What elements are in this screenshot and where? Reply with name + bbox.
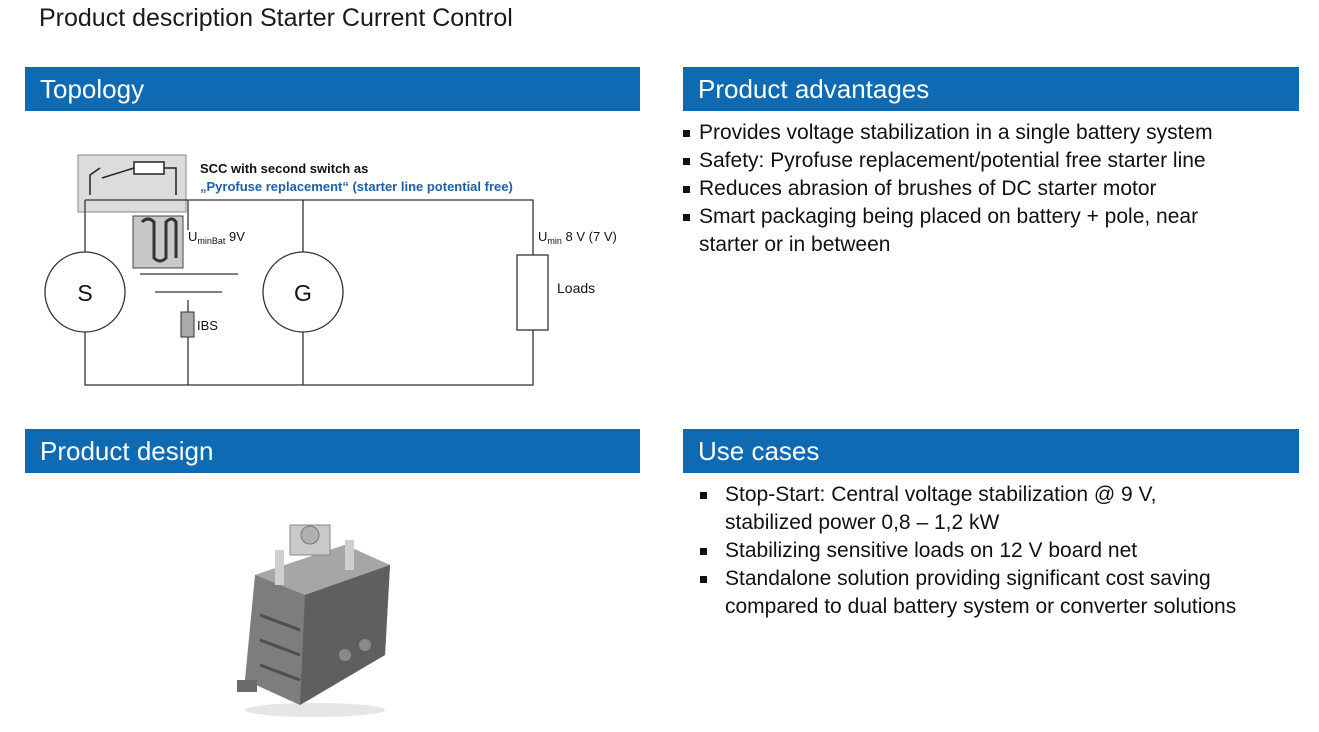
topology-header: Topology	[25, 67, 640, 111]
use-case-item: Standalone solution providing significan…	[698, 565, 1265, 621]
starter-label: S	[77, 280, 92, 306]
loads-label: Loads	[557, 280, 595, 296]
scc-sublabel: „Pyrofuse replacement“ (starter line pot…	[200, 179, 513, 194]
use-case-item: Stop-Start: Central voltage stabilizatio…	[698, 481, 1205, 537]
umin-bat-label: UminBat 9V	[188, 229, 245, 246]
design-title: Product design	[40, 436, 214, 466]
battery-symbol	[140, 273, 238, 293]
product-photo	[237, 524, 390, 717]
topology-diagram: SCC with second switch as „Pyrofuse repl…	[44, 154, 617, 386]
scc-switch-icon	[89, 161, 177, 195]
ibs-label: IBS	[197, 318, 218, 333]
generator-circle	[262, 251, 344, 333]
advantage-item: Safety: Pyrofuse replacement/potential f…	[683, 147, 1303, 175]
loads-box	[516, 254, 549, 331]
topology-title: Topology	[40, 74, 145, 104]
scc-label: SCC with second switch as	[200, 161, 368, 176]
circuit-wires	[84, 199, 534, 386]
use-cases-header: Use cases	[683, 429, 1299, 473]
generator-label: G	[294, 280, 312, 306]
advantages-title: Product advantages	[698, 74, 930, 104]
page-title: Product description Starter Current Cont…	[39, 4, 513, 32]
use-cases-list: Stop-Start: Central voltage stabilizatio…	[698, 481, 1298, 621]
umin-label: Umin 8 V (7 V)	[538, 229, 617, 246]
advantage-item: Smart packaging being placed on battery …	[683, 203, 1199, 259]
use-cases-title: Use cases	[698, 436, 820, 466]
use-case-item: Stabilizing sensitive loads on 12 V boar…	[698, 537, 1298, 565]
design-header: Product design	[25, 429, 640, 473]
advantages-list: Provides voltage stabilization in a sing…	[683, 119, 1303, 259]
ibs-sensor	[180, 311, 195, 338]
advantage-item: Reduces abrasion of brushes of DC starte…	[683, 175, 1303, 203]
advantages-header: Product advantages	[683, 67, 1299, 111]
scc-device-icon	[132, 215, 184, 269]
scc-box	[77, 154, 187, 213]
starter-circle	[44, 251, 126, 333]
advantage-item: Provides voltage stabilization in a sing…	[683, 119, 1303, 147]
